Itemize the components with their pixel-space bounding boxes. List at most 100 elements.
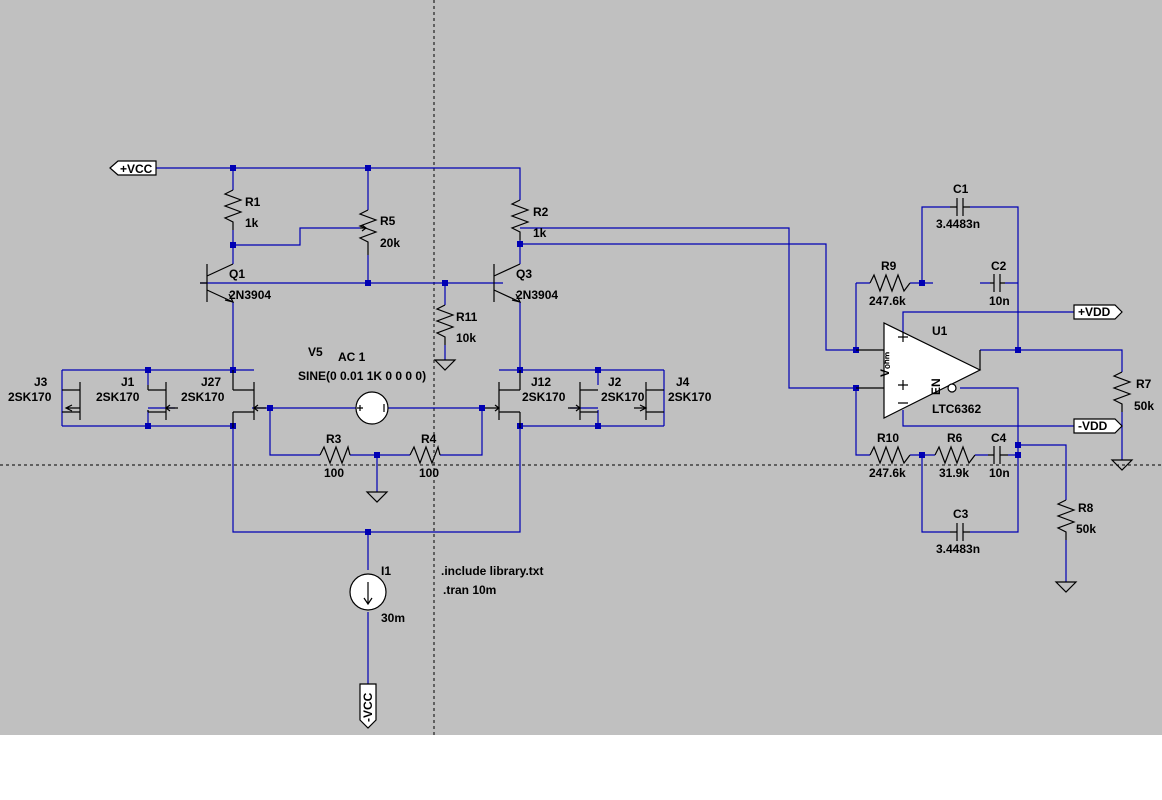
resistor-r4 [409, 444, 441, 465]
r11-value: 10k [456, 331, 476, 345]
c4-value: 10n [989, 466, 1010, 480]
u1-pin-vocm: Vₒₕₘ [878, 352, 892, 377]
resistor-r5 [358, 209, 378, 255]
j3-name: J3 [34, 375, 48, 389]
j27-value: 2SK170 [181, 390, 225, 404]
r5-value: 20k [380, 236, 400, 250]
r2-name: R2 [533, 205, 549, 219]
r3-value: 100 [324, 466, 344, 480]
u1-name: U1 [932, 324, 948, 338]
schematic-drawing[interactable]: +VCC +VDD -VDD -VCC R1 1k R2 1k R5 20k R… [0, 0, 1162, 735]
resistor-r7 [1112, 371, 1132, 412]
resistor-r10 [869, 445, 911, 465]
transistor-q1[interactable] [200, 263, 235, 303]
capacitors[interactable] [950, 198, 1008, 541]
r2-value: 1k [533, 226, 547, 240]
r5-wiper-arrow [360, 224, 368, 232]
ground-r7 [1110, 459, 1134, 471]
jfet-j3[interactable] [62, 382, 81, 420]
c1-name: C1 [953, 182, 969, 196]
capacitor-c2 [990, 274, 1005, 292]
resistor-r6 [934, 445, 976, 465]
wires[interactable] [61, 167, 1123, 690]
r1-value: 1k [245, 216, 259, 230]
current-source-i1[interactable] [349, 573, 387, 611]
j3-value: 2SK170 [8, 390, 52, 404]
r6-name: R6 [947, 431, 963, 445]
jfet-j27[interactable] [232, 370, 266, 428]
resistor-r8 [1056, 499, 1076, 540]
schematic-canvas[interactable]: +VCC +VDD -VDD -VCC R1 1k R2 1k R5 20k R… [0, 0, 1162, 735]
port-vdd-neg-label: -VDD [1078, 419, 1108, 433]
resistor-r2 [510, 199, 530, 240]
u1-value: LTC6362 [932, 402, 981, 416]
r9-value: 247.6k [869, 294, 906, 308]
r4-value: 100 [419, 466, 439, 480]
transistor-q3[interactable] [493, 263, 522, 303]
j12-value: 2SK170 [522, 390, 566, 404]
j2-name: J2 [608, 375, 622, 389]
ground-r8 [1054, 581, 1078, 593]
capacitor-c3 [950, 523, 970, 541]
r1-name: R1 [245, 195, 261, 209]
labels: +VCC +VDD -VDD -VCC R1 1k R2 1k R5 20k R… [8, 162, 1154, 722]
r7-name: R7 [1136, 377, 1152, 391]
voltage-source-v5[interactable] [355, 391, 389, 425]
c3-name: C3 [953, 507, 969, 521]
c4-name: C4 [991, 431, 1007, 445]
port-vdd-pos[interactable] [1073, 304, 1123, 320]
q1-name: Q1 [229, 267, 245, 281]
q3-value: 2N3904 [516, 288, 558, 302]
jfet-j2[interactable] [568, 382, 598, 420]
c1-value: 3.4483n [936, 217, 980, 231]
port-vdd-pos-label: +VDD [1078, 305, 1111, 319]
q3-name: Q3 [516, 267, 532, 281]
port-vdd-neg[interactable] [1073, 418, 1123, 434]
j1-name: J1 [121, 375, 135, 389]
jfet-j1[interactable] [147, 382, 178, 420]
resistors[interactable] [223, 189, 1132, 540]
i1-name: I1 [381, 564, 391, 578]
j4-name: J4 [676, 375, 690, 389]
r3-name: R3 [326, 432, 342, 446]
r6-value: 31.9k [939, 466, 969, 480]
r7-value: 50k [1134, 399, 1154, 413]
r8-value: 50k [1076, 522, 1096, 536]
r9-name: R9 [881, 259, 897, 273]
resistor-r1 [223, 189, 243, 230]
r5-name: R5 [380, 214, 396, 228]
resistor-r9 [869, 273, 911, 293]
port-vcc-pos-label: +VCC [120, 162, 153, 176]
j27-name: J27 [201, 375, 221, 389]
r11-name: R11 [456, 310, 478, 324]
ground-symbols [365, 359, 1134, 593]
r8-name: R8 [1078, 501, 1094, 515]
u1-pin-en: EN [929, 378, 943, 395]
resistor-r11 [435, 304, 455, 345]
jfet-j4[interactable] [634, 382, 664, 420]
v5-name: V5 [308, 345, 323, 359]
q1-value: 2N3904 [229, 288, 271, 302]
opamp-u1[interactable] [856, 322, 982, 419]
j2-value: 2SK170 [601, 390, 645, 404]
port-vcc-neg[interactable] [359, 683, 377, 729]
capacitor-c4 [988, 446, 1008, 464]
v5-value: SINE(0 0.01 1K 0 0 0 0) [298, 369, 426, 383]
j4-value: 2SK170 [668, 390, 712, 404]
ground-r3r4 [365, 491, 389, 503]
c2-name: C2 [991, 259, 1007, 273]
port-vcc-pos[interactable] [109, 160, 157, 176]
capacitor-c1 [950, 198, 970, 216]
directive-tran: .tran 10m [443, 583, 496, 597]
directive-include: .include library.txt [441, 564, 543, 578]
resistor-r3 [319, 444, 351, 465]
jfet-j12[interactable] [485, 370, 521, 428]
r4-name: R4 [421, 432, 437, 446]
port-vcc-neg-label: -VCC [361, 692, 375, 722]
c2-value: 10n [989, 294, 1010, 308]
j1-value: 2SK170 [96, 390, 140, 404]
ground-r11 [433, 359, 457, 371]
c3-value: 3.4483n [936, 542, 980, 556]
r10-value: 247.6k [869, 466, 906, 480]
j12-name: J12 [531, 375, 551, 389]
